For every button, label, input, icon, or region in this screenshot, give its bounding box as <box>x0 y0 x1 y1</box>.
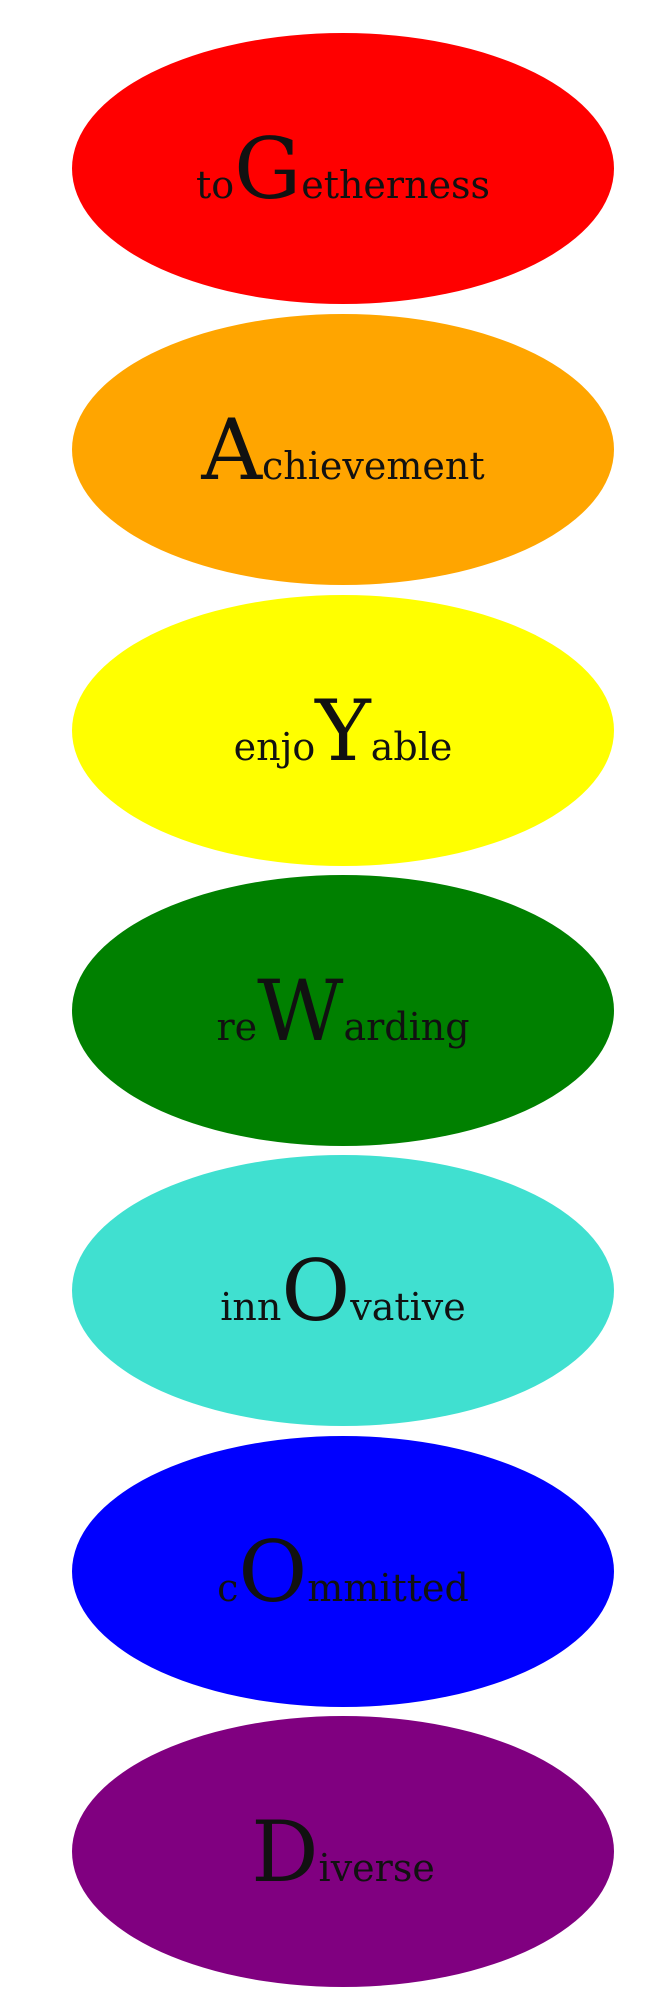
word-suffix: vative <box>350 1284 466 1329</box>
acronym-letter: Y <box>315 681 371 780</box>
value-ellipse-togetherness: to G etherness <box>72 33 614 304</box>
value-word-togetherness: to G etherness <box>196 127 490 211</box>
value-word-innovative: inn O vative <box>220 1249 466 1333</box>
value-ellipse-enjoyable: enjo Y able <box>72 595 614 866</box>
value-word-committed: c O mmitted <box>217 1530 469 1614</box>
word-prefix: to <box>195 162 235 207</box>
acronym-letter: W <box>257 961 344 1060</box>
value-word-enjoyable: enjo Y able <box>234 689 453 773</box>
acronym-letter: A <box>201 400 263 499</box>
word-suffix: chievement <box>262 443 485 488</box>
word-suffix: iverse <box>318 1845 435 1890</box>
word-suffix: arding <box>343 1004 470 1049</box>
acronym-letter: O <box>281 1241 351 1340</box>
value-ellipse-committed: c O mmitted <box>72 1436 614 1707</box>
word-prefix: enjo <box>233 724 316 769</box>
acronym-letter: D <box>251 1802 319 1901</box>
value-word-achievement: A chievement <box>201 408 484 492</box>
word-suffix: etherness <box>301 162 491 207</box>
value-ellipse-diverse: D iverse <box>72 1716 614 1987</box>
value-word-diverse: D iverse <box>251 1810 435 1894</box>
acronym-letter: G <box>234 119 302 218</box>
word-suffix: able <box>370 724 453 769</box>
acronym-letter: O <box>238 1522 308 1621</box>
word-prefix: inn <box>220 1284 282 1329</box>
word-prefix: re <box>216 1004 258 1049</box>
word-suffix: mmitted <box>307 1565 469 1610</box>
value-ellipse-rewarding: re W arding <box>72 875 614 1146</box>
word-prefix: c <box>217 1565 239 1610</box>
value-ellipse-achievement: A chievement <box>72 314 614 585</box>
value-ellipse-innovative: inn O vative <box>72 1155 614 1426</box>
value-word-rewarding: re W arding <box>216 969 469 1053</box>
